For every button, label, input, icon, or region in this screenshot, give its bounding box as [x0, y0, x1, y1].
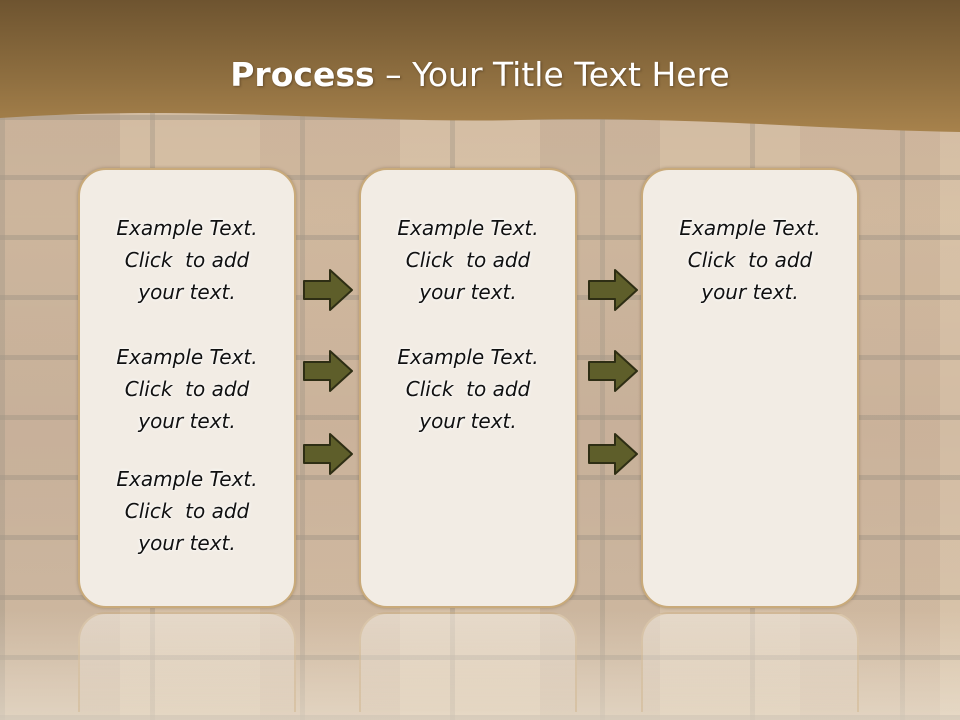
- right-arrow-icon: [588, 433, 638, 475]
- box-reflection-1: [78, 612, 296, 712]
- text-line: Example Text.: [116, 216, 258, 240]
- text-line: Click to add: [124, 377, 250, 401]
- right-arrow-icon: [303, 350, 353, 392]
- text-line: Click to add: [124, 499, 250, 523]
- text-line: your text.: [419, 409, 517, 433]
- text-line: Click to add: [405, 248, 531, 272]
- process-box-2[interactable]: Example Text. Click to add your text. Ex…: [359, 168, 577, 608]
- process-box-3[interactable]: Example Text. Click to add your text.: [641, 168, 859, 608]
- title-bold-part: Process: [230, 55, 375, 94]
- text-line: your text.: [701, 280, 799, 304]
- right-arrow-icon: [303, 433, 353, 475]
- text-placeholder[interactable]: Example Text. Click to add your text.: [80, 212, 294, 308]
- text-line: your text.: [138, 531, 236, 555]
- text-line: Example Text.: [116, 345, 258, 369]
- box-reflection-2: [359, 612, 577, 712]
- text-placeholder[interactable]: Example Text. Click to add your text.: [361, 212, 575, 308]
- text-placeholder[interactable]: Example Text. Click to add your text.: [80, 341, 294, 437]
- header-wave-shape: [0, 0, 960, 132]
- text-placeholder[interactable]: Example Text. Click to add your text.: [643, 212, 857, 308]
- text-line: Click to add: [124, 248, 250, 272]
- page-title[interactable]: Process – Your Title Text Here: [0, 52, 960, 98]
- box-reflection-3: [641, 612, 859, 712]
- process-box-1[interactable]: Example Text. Click to add your text. Ex…: [78, 168, 296, 608]
- text-line: Click to add: [405, 377, 531, 401]
- text-line: Example Text.: [116, 467, 258, 491]
- title-rest-part: – Your Title Text Here: [374, 55, 730, 94]
- right-arrow-icon: [588, 269, 638, 311]
- text-line: Example Text.: [397, 345, 539, 369]
- text-line: Example Text.: [397, 216, 539, 240]
- text-line: your text.: [419, 280, 517, 304]
- text-placeholder[interactable]: Example Text. Click to add your text.: [361, 341, 575, 437]
- right-arrow-icon: [588, 350, 638, 392]
- text-line: Example Text.: [679, 216, 821, 240]
- text-line: your text.: [138, 409, 236, 433]
- right-arrow-icon: [303, 269, 353, 311]
- text-placeholder[interactable]: Example Text. Click to add your text.: [80, 463, 294, 559]
- header-band: Process – Your Title Text Here: [0, 0, 960, 140]
- text-line: your text.: [138, 280, 236, 304]
- text-line: Click to add: [687, 248, 813, 272]
